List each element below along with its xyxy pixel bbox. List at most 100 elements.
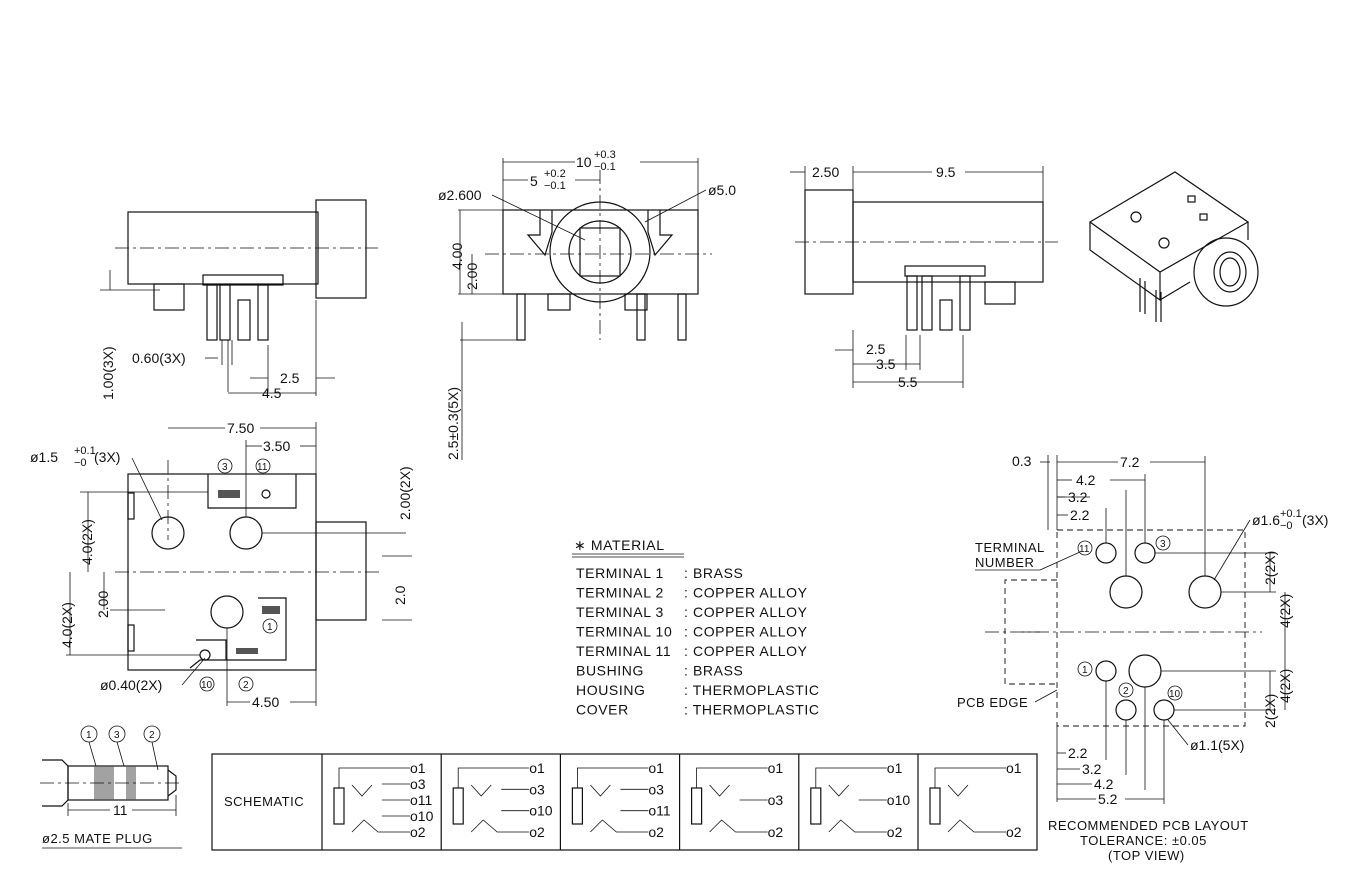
dim-2-0: 2.0	[392, 585, 408, 605]
schematic-terminal-label: o3	[410, 776, 426, 792]
plug-pin-1: 1	[86, 730, 92, 741]
dim-10-tol-up: +0.3	[594, 149, 616, 161]
schematic-terminal-label: o1	[410, 760, 426, 776]
dim-10-tol-dn: −0.1	[594, 161, 616, 173]
schematic-table: SCHEMATIC o1o3o11o10o2o1o3o10o2o1o3o11o2…	[211, 753, 1038, 851]
material-row-key: TERMINAL 10	[576, 624, 672, 640]
bottom-pin-10: 10	[201, 680, 213, 691]
dim-4-2x-b: 4(2X)	[1277, 669, 1293, 703]
dim-5-5-side: 5.5	[898, 374, 918, 390]
schematic-terminal-label: o1	[768, 760, 784, 776]
material-row-key: TERMINAL 3	[576, 604, 664, 620]
bottom-view: 3 11 1 10 2 7.50 3.50 ø1.5 +0.1 −0 (3X) …	[30, 420, 413, 710]
plug-pin-2: 2	[149, 730, 155, 741]
plug-pin-3: 3	[114, 730, 120, 741]
pcb-pin-10: 10	[1169, 689, 1181, 700]
material-row-key: COVER	[576, 702, 629, 718]
dim-pcb-hole-tol-dn: −0	[1280, 520, 1293, 532]
schematic-terminal-label: o2	[887, 824, 903, 840]
material-row-value: : COPPER ALLOY	[684, 604, 808, 620]
material-row-value: : COPPER ALLOY	[684, 585, 808, 601]
bottom-pin-3: 3	[222, 462, 228, 473]
material-row-value: : BRASS	[684, 565, 743, 581]
schematic-terminal-label: o10	[529, 803, 553, 819]
dim-3-5-side: 3.5	[876, 356, 896, 372]
pcb-edge-label: PCB EDGE	[957, 695, 1028, 710]
material-row-key: TERMINAL 1	[576, 565, 664, 581]
dim-2-00: 2.00	[464, 263, 480, 290]
pcb-pin-3: 3	[1160, 539, 1166, 550]
material-row-key: TERMINAL 2	[576, 585, 664, 601]
schematic-terminal-label: o1	[887, 760, 903, 776]
dim-2-5-side: 2.5	[866, 341, 886, 357]
dim-5-2-bottom: 5.2	[1098, 791, 1118, 807]
dim-2-5-front: 2.5	[280, 370, 300, 386]
schematic-terminal-label: o10	[410, 808, 434, 824]
dim-2-2-top: 2.2	[1070, 507, 1090, 523]
bottom-pin-2: 2	[243, 680, 249, 691]
schematic-label: SCHEMATIC	[224, 794, 304, 809]
dim-7-2: 7.2	[1120, 454, 1140, 470]
pcb-layout: 11 3 1 2 10 0.3 7.2 4.2 3.2 2.2 ø1.6 +0.…	[957, 453, 1328, 863]
material-row-key: HOUSING	[576, 682, 646, 698]
material-title: ∗ MATERIAL	[574, 537, 665, 553]
schematic-terminal-label: o2	[529, 824, 545, 840]
material-row-value: : THERMOPLASTIC	[684, 682, 820, 698]
isometric-view	[1088, 171, 1259, 322]
dim-4-5-front: 4.5	[262, 385, 282, 401]
material-row-key: TERMINAL 11	[576, 643, 671, 659]
dim-1-00-3x: 1.00(3X)	[100, 346, 116, 400]
schematic-terminal-label: o1	[648, 760, 664, 776]
dim-3-2-bottom: 3.2	[1082, 761, 1102, 777]
material-row-key: BUSHING	[576, 663, 644, 679]
schematic-terminal-label: o1	[1006, 760, 1022, 776]
material-row-value: : COPPER ALLOY	[684, 624, 808, 640]
schematic-terminal-label: o2	[648, 824, 664, 840]
schematic-contact	[690, 787, 703, 825]
end-view: 10 +0.3 −0.1 5 +0.2 −0.1 ø2.600 ø5.0 4.0…	[438, 149, 736, 460]
schematic-terminal-label: o2	[1006, 824, 1022, 840]
dim-4-2x-a: 4(2X)	[1277, 594, 1293, 628]
dim-4-50: 4.50	[252, 694, 279, 710]
schematic-terminal-label: o11	[648, 803, 671, 819]
dim-9-5: 9.5	[936, 164, 956, 180]
schematic-contact	[929, 787, 941, 825]
schematic-contact	[452, 787, 464, 825]
dim-pcb-hole-qty: (3X)	[1302, 512, 1328, 528]
dim-2-00-2x: 2.00(2X)	[397, 466, 413, 520]
dim-4-0-2x-upper: 4.0(2X)	[79, 519, 95, 565]
dim-hole-d1-5: ø1.5	[30, 449, 58, 465]
dim-pin-length: 2.5±0.3(5X)	[445, 387, 461, 460]
top-view-label: (TOP VIEW)	[1108, 848, 1185, 863]
dim-3-50: 3.50	[263, 438, 290, 454]
schematic-terminal-label: o3	[529, 781, 545, 797]
schematic-terminal-label: o2	[768, 824, 784, 840]
dim-5-tol-dn: −0.1	[544, 180, 566, 192]
material-row-value: : COPPER ALLOY	[684, 643, 808, 659]
mate-plug: 1 3 2 11 ø2.5 MATE PLUG	[40, 725, 182, 849]
schematic-terminal-label: o1	[529, 760, 545, 776]
dim-5-tol-up: +0.2	[544, 168, 566, 180]
dim-4-2-top: 4.2	[1076, 472, 1096, 488]
front-side-view: 1.00(3X) 0.60(3X) 2.5 4.5	[100, 199, 378, 401]
schematic-contact	[571, 787, 584, 825]
dim-hole-qty: (3X)	[94, 449, 120, 465]
dim-hole-tol-dn: −0	[74, 457, 87, 469]
dim-4-2-bottom: 4.2	[1094, 776, 1114, 792]
tolerance-label: TOLERANCE: ±0.05	[1080, 833, 1207, 848]
dim-d2600: ø2.600	[438, 187, 482, 203]
dim-0-3: 0.3	[1012, 453, 1032, 469]
dim-2-2x-b: 2(2X)	[1262, 694, 1278, 728]
dim-pcb-hole-tol-up: +0.1	[1280, 508, 1302, 520]
schematic-terminal-label: o3	[768, 792, 784, 808]
schematic-terminal-label: o10	[887, 792, 911, 808]
bottom-pin-1: 1	[267, 622, 273, 633]
pcb-pin-11: 11	[1079, 544, 1090, 555]
dim-10: 10	[576, 154, 592, 170]
dim-2-00-v: 2.00	[95, 591, 111, 618]
terminal-label: TERMINAL	[975, 540, 1045, 555]
pcb-pin-2: 2	[1123, 686, 1129, 697]
material-table: ∗ MATERIAL TERMINAL 1 : BRASS TERMINAL 2 : …	[572, 537, 820, 718]
dim-0-60-3x: 0.60(3X)	[132, 350, 186, 366]
dim-4-0-2x-lower: 4.0(2X)	[59, 602, 75, 648]
